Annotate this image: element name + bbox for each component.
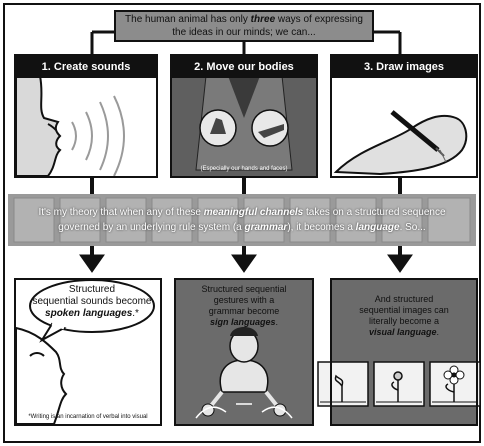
visual-line3: literally become a: [368, 316, 440, 326]
outcome-sign-panel: [174, 278, 314, 426]
flower-sequence-drawing: [317, 280, 481, 424]
outcome-spoken-panel: [14, 278, 162, 426]
banner-line2: the ideas in our minds; we can...: [172, 27, 316, 38]
theory-part5: . So...: [399, 222, 426, 233]
panel-move-bodies: 2. Move our bodies: [170, 54, 318, 178]
spoken-bubble-text: Structured sequential sounds become spok…: [32, 284, 152, 320]
theory-part1: It's my theory that when any of these: [38, 207, 204, 218]
banner-line1-emphasis: three: [250, 14, 276, 25]
theory-text: It's my theory that when any of these me…: [38, 205, 445, 235]
outer-frame: [3, 3, 481, 443]
spoken-line1: Structured: [68, 284, 116, 295]
panel-title-images: 3. Draw images: [332, 56, 476, 78]
banner-connectors: [90, 30, 402, 54]
gesture-body-drawing: [172, 75, 316, 176]
sign-line1: Structured sequential: [201, 284, 287, 294]
theory-part3: governed by an underlying rule system (a: [58, 222, 245, 233]
intro-banner: The human animal has only three ways of …: [114, 10, 374, 42]
sign-emphasis: sign languages: [209, 317, 276, 327]
panel-title-sounds: 1. Create sounds: [16, 56, 156, 78]
sign-suffix: .: [275, 317, 279, 327]
sound-face-drawing: [15, 75, 156, 177]
theory-part2: takes on a structured sequence: [303, 207, 446, 218]
sign-line2: gestures with a: [213, 295, 275, 305]
visual-text: And structured sequential images can lit…: [336, 294, 472, 338]
banner-line1-suffix: ways of expressing: [275, 14, 363, 25]
visual-emphasis: visual language: [368, 327, 437, 337]
spoken-emphasis: spoken languages: [45, 308, 133, 319]
panel-title-bodies: 2. Move our bodies: [172, 56, 316, 78]
panel-create-sounds: 1. Create sounds: [14, 54, 158, 178]
banner-text: The human animal has only three ways of …: [125, 13, 363, 39]
panel-draw-images: 3. Draw images: [330, 54, 478, 178]
spoken-line2: sequential sounds become: [32, 296, 152, 307]
sign-text: Structured sequential gestures with a gr…: [180, 284, 308, 328]
banner-line1-prefix: The human animal has only: [125, 14, 251, 25]
theory-strip: It's my theory that when any of these me…: [8, 188, 476, 252]
sign-line3: grammar become: [208, 306, 280, 316]
drawing-hand-drawing: [332, 76, 476, 176]
theory-strip-tiles: [8, 194, 476, 246]
visual-suffix: .: [436, 327, 440, 337]
spoken-footnote: *Writing is an incarnation of verbal int…: [28, 414, 148, 420]
bodies-caption: (Especially our hands and faces): [200, 166, 288, 172]
theory-part4: ), it becomes a: [287, 222, 356, 233]
theory-emph-language: language: [355, 222, 400, 233]
theory-emph-channels: meaningful channels: [203, 207, 304, 218]
visual-line2: sequential images can: [359, 305, 449, 315]
spoken-suffix: .*: [132, 308, 139, 319]
spoken-face-drawing: [15, 279, 160, 425]
visual-line1: And structured: [374, 294, 434, 304]
signing-person-drawing: [176, 280, 312, 424]
outcome-visual-panel: [330, 278, 478, 426]
theory-emph-grammar: grammar: [244, 222, 288, 233]
